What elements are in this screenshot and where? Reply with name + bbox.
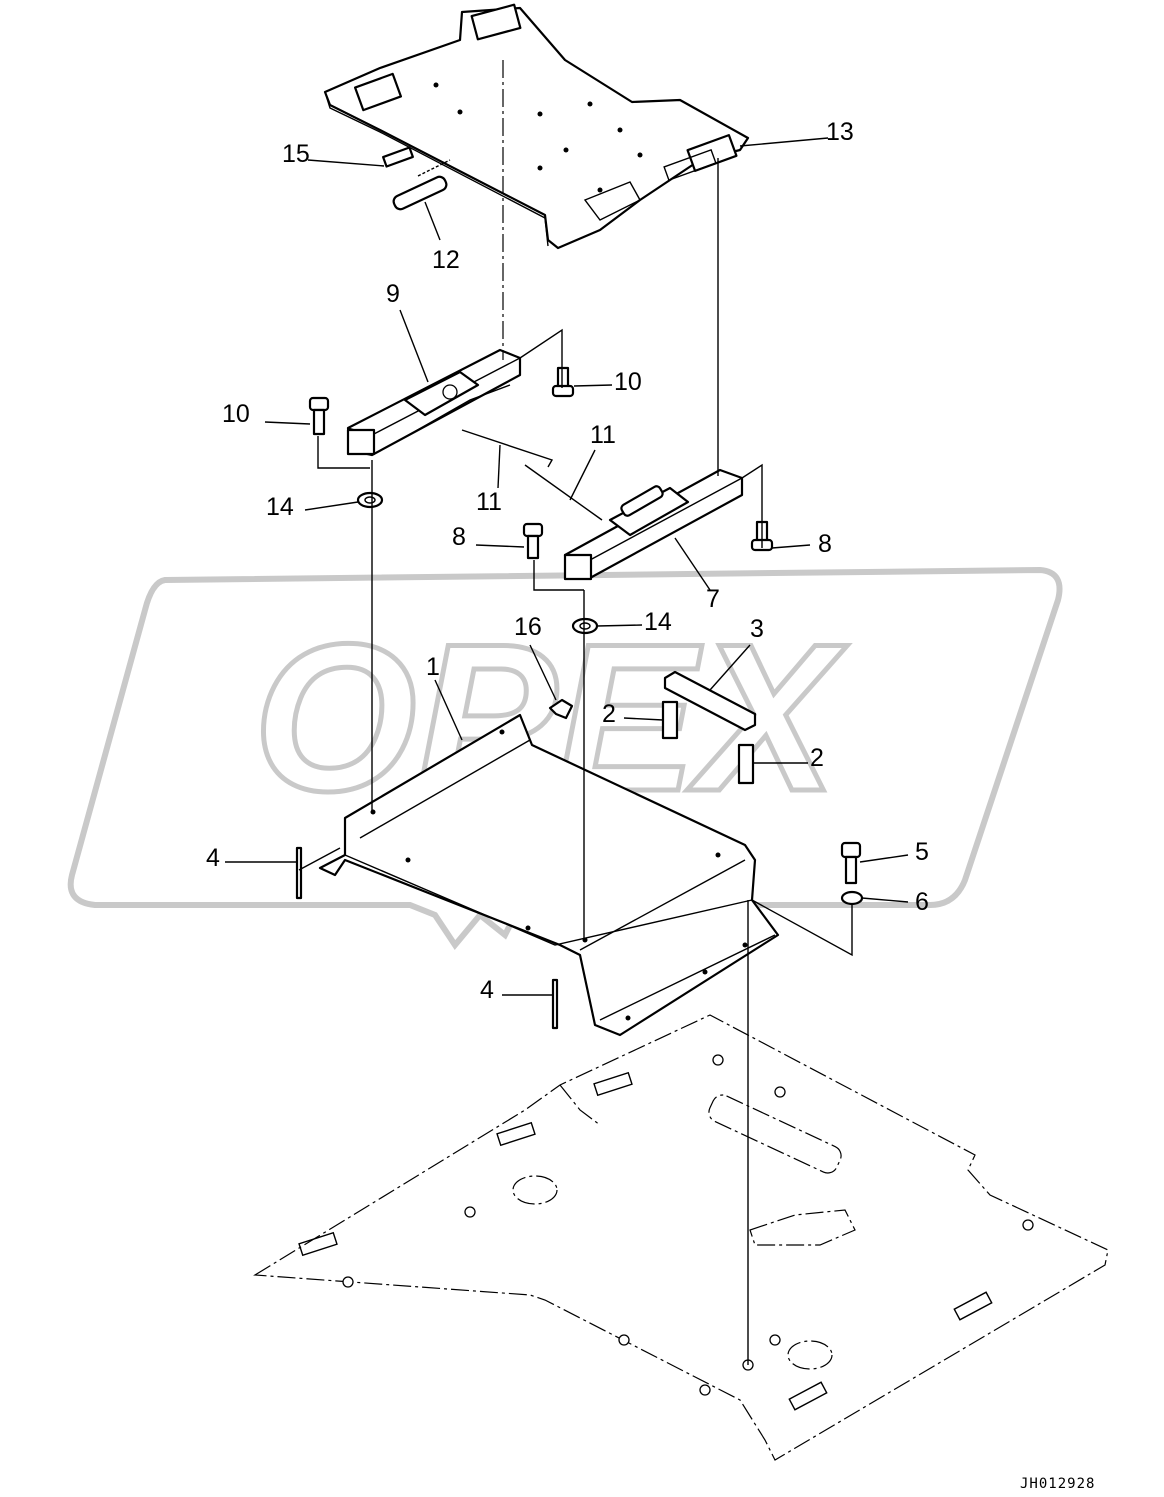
floor-plate-phantom bbox=[253, 1014, 1109, 1461]
part-4-pin-right bbox=[551, 978, 559, 1030]
callout-labels: 15 12 13 9 10 10 11 11 14 8 8 7 14 16 3 … bbox=[206, 118, 929, 1004]
part-2-spacer-left bbox=[661, 700, 679, 740]
part-14-washer-right bbox=[571, 617, 599, 635]
part-13-top-plate bbox=[323, 3, 750, 250]
callout-10-right: 10 bbox=[614, 368, 642, 396]
callout-13: 13 bbox=[826, 118, 854, 146]
part-7-slide-rail-right bbox=[563, 468, 744, 581]
part-15-clip bbox=[382, 146, 451, 177]
part-10-bolt-right bbox=[551, 366, 575, 398]
callout-14-left: 14 bbox=[266, 493, 294, 521]
part-8-bolt-left bbox=[522, 522, 544, 560]
callout-15: 15 bbox=[282, 140, 310, 168]
part-6-washer bbox=[840, 890, 864, 906]
part-4-pin-left bbox=[295, 846, 303, 900]
part-14-washer-left-hole bbox=[364, 496, 376, 504]
callout-leaders bbox=[225, 137, 909, 996]
part-11-springs bbox=[461, 429, 603, 521]
alignment-lines bbox=[298, 60, 853, 1365]
callout-11-lower: 11 bbox=[476, 488, 502, 516]
part-2-spacer-right bbox=[737, 743, 755, 785]
callout-5: 5 bbox=[915, 838, 929, 866]
callout-12: 12 bbox=[432, 246, 460, 274]
part-1-bracket bbox=[318, 713, 780, 1037]
callout-16: 16 bbox=[514, 613, 542, 641]
part-10-bolt-left bbox=[308, 396, 330, 436]
callout-8-right: 8 bbox=[818, 530, 832, 558]
part-9-slide-rail-left bbox=[346, 348, 522, 457]
callout-1: 1 bbox=[426, 653, 440, 681]
callout-2-right: 2 bbox=[810, 744, 824, 772]
part-5-bolt bbox=[840, 841, 862, 885]
callout-9: 9 bbox=[386, 280, 400, 308]
drawing-code: JH012928 bbox=[1020, 1476, 1095, 1492]
callout-4-left: 4 bbox=[206, 844, 220, 872]
part-14-washer-right-hole bbox=[579, 622, 591, 630]
callout-7: 7 bbox=[706, 585, 720, 613]
callout-8-left: 8 bbox=[452, 523, 466, 551]
callout-14-right: 14 bbox=[644, 608, 672, 636]
callout-4-right: 4 bbox=[480, 976, 494, 1004]
part-14-washer-left bbox=[356, 491, 384, 509]
callout-2-left: 2 bbox=[602, 700, 616, 728]
part-16-clip bbox=[548, 698, 574, 720]
part-12-pin bbox=[392, 175, 448, 211]
part-3-bar bbox=[663, 670, 757, 732]
callout-3: 3 bbox=[750, 615, 764, 643]
callout-11-upper: 11 bbox=[590, 421, 616, 449]
callout-6: 6 bbox=[915, 888, 929, 916]
callout-10-left: 10 bbox=[222, 400, 250, 428]
